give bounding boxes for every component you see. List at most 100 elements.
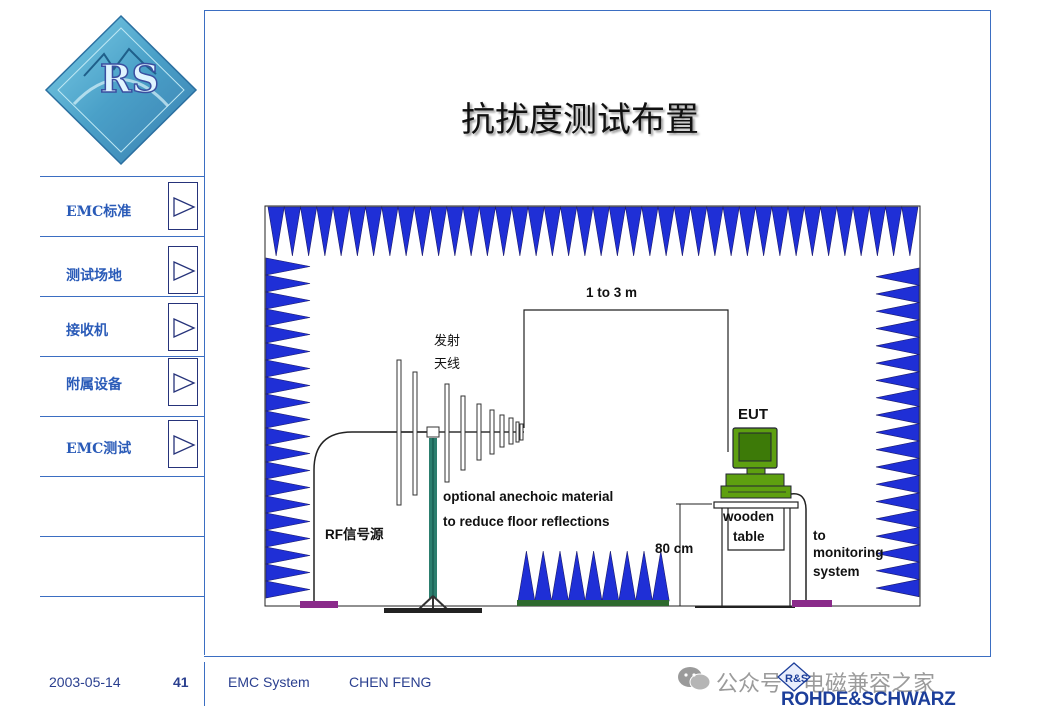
floor-absorber-cone	[534, 550, 552, 602]
height-label: 80 cm	[655, 541, 693, 556]
right-wall-absorber-cone	[875, 561, 920, 580]
right-wall-absorber-cone	[875, 457, 920, 476]
ceiling-absorber-cone	[348, 206, 366, 257]
floor-absorber-base	[517, 600, 669, 606]
table-label-line2: table	[733, 529, 765, 544]
height-dimension	[676, 503, 712, 607]
right-wall-absorber-cone	[875, 302, 920, 321]
sidebar-divider-lower	[204, 180, 205, 655]
ceiling-absorber-cone	[413, 206, 431, 257]
left-wall-absorber-cone	[265, 495, 311, 514]
ceiling-absorber-cone	[527, 206, 545, 257]
ceiling-absorber-cone	[495, 206, 513, 257]
ceiling-absorber-cone	[755, 206, 773, 257]
ceiling-absorber-cone	[560, 206, 578, 257]
ceiling-absorber-cone	[592, 206, 610, 257]
left-wall-absorber-cone	[265, 359, 311, 378]
ceiling-absorber-cone	[738, 206, 756, 257]
ceiling-absorbers	[267, 206, 919, 257]
sidebar-button-test-site[interactable]	[168, 246, 198, 294]
eut-label: EUT	[738, 406, 768, 423]
left-wall-absorber-cone	[265, 563, 311, 582]
right-wall-absorber-cone	[875, 336, 920, 355]
sidebar-item-emc-test[interactable]: EMC测试	[66, 441, 132, 457]
left-wall-absorber-cone	[265, 308, 311, 327]
left-wall-absorber-cone	[265, 580, 311, 599]
ceiling-absorber-cone	[397, 206, 415, 257]
sidebar-item-receiver[interactable]: 接收机	[66, 323, 108, 339]
absorber-note-line1: optional anechoic material	[443, 489, 613, 504]
ceiling-absorber-cone	[478, 206, 496, 257]
floor-absorbers	[517, 550, 670, 602]
ceiling-absorber-cone	[332, 206, 350, 257]
right-wall-absorber-cone	[875, 267, 920, 286]
wechat-icon	[678, 667, 711, 691]
ceiling-absorber-cone	[543, 206, 561, 257]
ceiling-absorber-cone	[462, 206, 480, 257]
right-wall-absorber-cone	[875, 371, 920, 390]
sidebar-button-emc-standards[interactable]	[168, 182, 198, 230]
footer-page-number: 41	[173, 674, 189, 690]
right-wall-absorber-cone	[875, 492, 920, 511]
footer-date: 2003-05-14	[49, 674, 121, 690]
sidebar-item-emc-standards[interactable]: EMC标准	[66, 204, 132, 220]
right-wall-absorber-cone	[875, 319, 920, 338]
ceiling-absorber-cone	[901, 206, 919, 257]
watermark-text: 公众号 · 电磁兼容之家	[716, 672, 935, 697]
monitoring-floor-patch	[792, 600, 832, 607]
logo-letters: RS	[100, 56, 159, 101]
ceiling-absorber-cone	[511, 206, 529, 257]
right-wall-absorber-cone	[875, 423, 920, 442]
right-wall-absorber-cone	[875, 509, 920, 528]
floor-absorber-cone	[584, 550, 603, 602]
sidebar-button-receiver[interactable]	[168, 303, 198, 351]
right-wall-absorber-cone	[875, 354, 920, 373]
sidebar-button-accessories[interactable]	[168, 358, 198, 406]
left-wall-absorber-cone	[265, 274, 311, 293]
monitor-label-line1: to	[813, 528, 826, 543]
rf-source-floor-patch	[300, 601, 338, 608]
monitor-label-line2: monitoring	[813, 545, 884, 560]
ceiling-absorber-cone	[576, 206, 594, 257]
antenna-mount	[426, 426, 440, 438]
left-wall-absorber-cone	[265, 478, 311, 497]
play-arrow-icon	[173, 317, 196, 339]
rs-brand-logo: R&S	[777, 662, 811, 692]
left-wall-absorber-cone	[265, 529, 311, 548]
play-arrow-icon	[173, 372, 196, 394]
ceiling-absorber-cone	[625, 206, 643, 257]
antenna-label-line1: 发射	[434, 333, 460, 349]
sidebar-item-accessories[interactable]: 附属设备	[66, 377, 122, 393]
sidebar-button-emc-test[interactable]	[168, 420, 198, 468]
left-wall-absorber-cone	[265, 376, 311, 395]
floor-absorber-cone	[568, 550, 586, 602]
left-wall-absorber-cone	[265, 512, 311, 531]
monitor-label-line3: system	[813, 564, 860, 579]
content-right-border	[990, 10, 991, 656]
floor-absorber-cone	[635, 550, 653, 602]
footer-brand: ROHDE&SCHWARZ	[781, 689, 956, 710]
right-wall-absorber-cone	[875, 579, 920, 598]
right-wall-absorber-cone	[875, 475, 920, 494]
right-wall-absorber-cone	[875, 544, 920, 563]
distance-dimension	[523, 309, 729, 452]
rf-cable	[313, 431, 432, 602]
floor-absorber-cone	[517, 550, 536, 602]
sidebar-divider	[204, 10, 205, 180]
right-wall-absorber-cone	[875, 284, 920, 303]
left-wall-absorber-cone	[265, 325, 311, 344]
eut-monitor	[720, 427, 792, 499]
ceiling-absorber-cone	[836, 206, 854, 257]
left-wall-absorber-cone	[265, 257, 311, 276]
sidebar-separator	[40, 296, 205, 297]
content-top-border	[204, 10, 991, 11]
sidebar-item-test-site[interactable]: 测试场地	[66, 268, 122, 284]
table-floor-line	[695, 606, 795, 608]
distance-label: 1 to 3 m	[586, 285, 637, 300]
wooden-table	[713, 501, 799, 606]
ceiling-absorber-cone	[787, 206, 805, 257]
floor-absorber-cone	[618, 550, 636, 602]
ceiling-absorber-cone	[852, 206, 870, 257]
ceiling-absorber-cone	[690, 206, 708, 257]
